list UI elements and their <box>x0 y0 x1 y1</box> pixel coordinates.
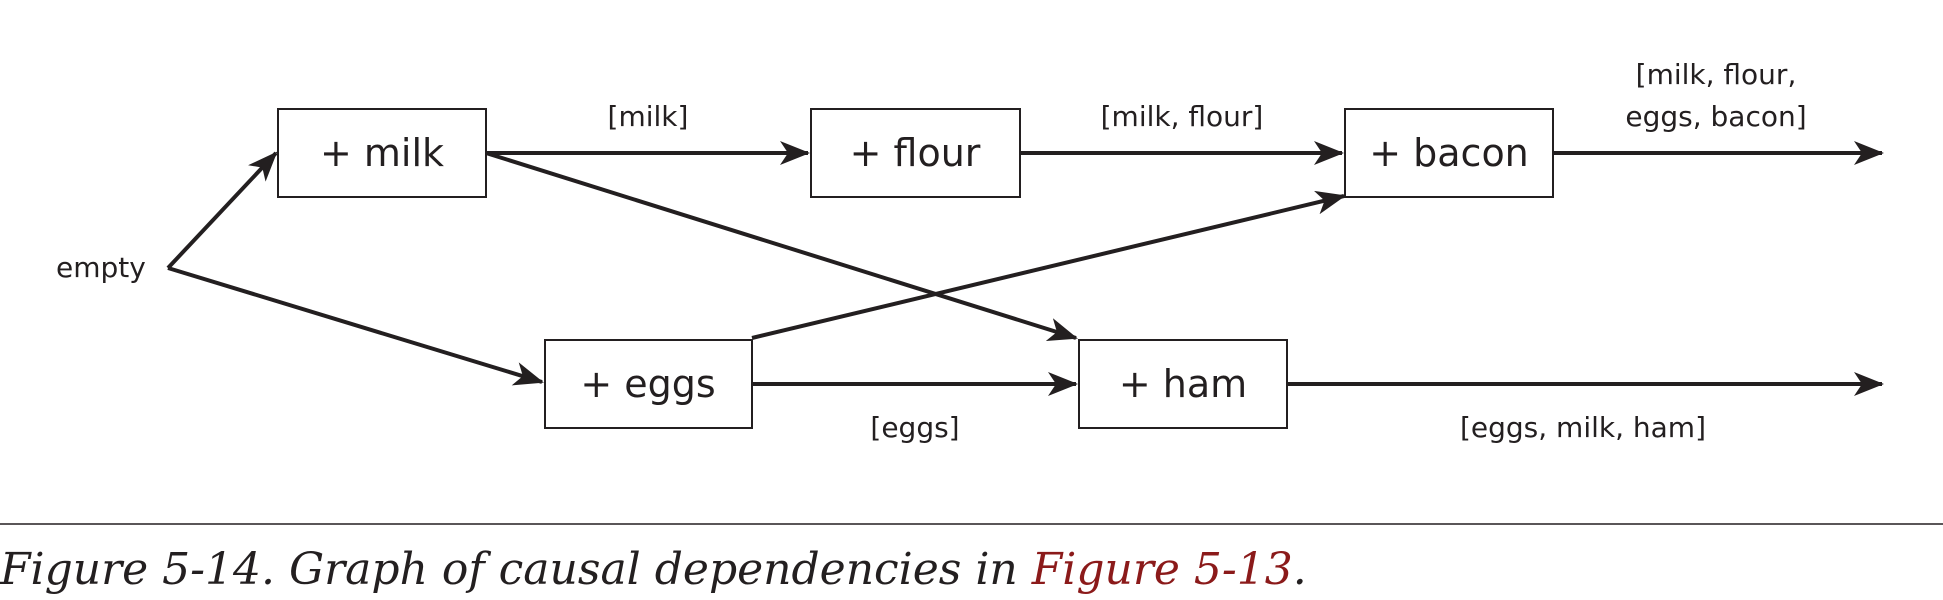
edge-label-flour-to-bacon: [milk, flour] <box>1101 100 1264 133</box>
node-ham: + ham <box>1078 339 1288 429</box>
node-flour-label: + flour <box>850 131 981 175</box>
node-flour: + flour <box>810 108 1021 198</box>
caption-text: Figure 5-14. Graph of causal dependencie… <box>0 544 1032 595</box>
edge-label-bacon-out-line-1: [milk, flour, <box>1636 58 1797 91</box>
node-bacon-label: + bacon <box>1369 131 1529 175</box>
edge-label-milk-to-flour: [milk] <box>608 100 689 133</box>
node-milk: + milk <box>277 108 487 198</box>
figure-caption: Figure 5-14. Graph of causal dependencie… <box>0 540 1943 600</box>
edge-label-eggs-to-ham: [eggs] <box>870 411 959 444</box>
node-milk-label: + milk <box>320 131 444 175</box>
edge-label-ham-out: [eggs, milk, ham] <box>1460 411 1706 444</box>
caption-figure-link[interactable]: Figure 5-13 <box>1031 544 1293 595</box>
edge-milk-to-ham <box>485 151 1078 342</box>
empty-start-label: empty <box>56 251 146 284</box>
node-eggs-label: + eggs <box>580 362 715 406</box>
node-ham-label: + ham <box>1119 362 1247 406</box>
caption-period: . <box>1292 544 1307 595</box>
node-bacon: + bacon <box>1344 108 1554 198</box>
edge-label-bacon-out-line-2: eggs, bacon] <box>1625 100 1806 133</box>
node-eggs: + eggs <box>544 339 753 429</box>
edge-empty-to-milk <box>166 151 278 270</box>
edge-empty-to-eggs <box>167 266 544 386</box>
edge-eggs-to-bacon <box>751 190 1346 340</box>
